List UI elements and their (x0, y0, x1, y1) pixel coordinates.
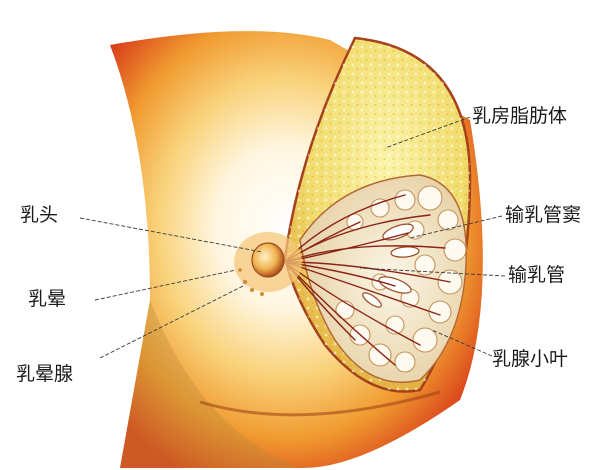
label-areolar-glands: 乳晕腺 (16, 365, 73, 384)
label-lactiferous-sinus: 输乳管窦 (505, 206, 581, 225)
nipple-shape (252, 243, 284, 277)
label-nipple: 乳头 (20, 206, 58, 225)
label-lactiferous-duct: 输乳管 (508, 266, 565, 285)
label-areola: 乳晕 (28, 290, 66, 309)
label-lobule: 乳腺小叶 (492, 350, 568, 369)
label-breast-fat: 乳房脂肪体 (472, 107, 567, 126)
